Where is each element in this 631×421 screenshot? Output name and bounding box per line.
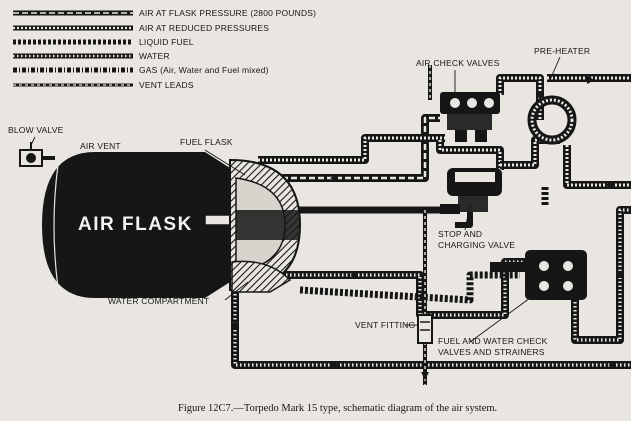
air-check-valves-icon xyxy=(440,92,500,142)
figure-number: Figure 12C7. xyxy=(178,403,233,414)
fuel-flask xyxy=(229,158,302,292)
arrow-icon xyxy=(350,271,358,279)
flow-arrows xyxy=(231,76,624,380)
pre-heater xyxy=(527,95,577,145)
fuel-water-check-valves-icon xyxy=(490,250,587,300)
pre-heater-label: PRE-HEATER xyxy=(534,46,590,56)
pipe-flask-pressure xyxy=(255,114,440,182)
fuel-water-check-label-line1: FUEL AND WATER CHECK xyxy=(438,336,548,346)
flask-connector xyxy=(204,214,234,226)
legend-label-gas: GAS (Air, Water and Fuel mixed) xyxy=(139,65,269,75)
fuel-flask-label: FUEL FLASK xyxy=(180,137,233,147)
air-flask-label: AIR FLASK xyxy=(78,214,193,235)
legend-label-reduced-pressure: AIR AT REDUCED PRESSURES xyxy=(139,23,269,33)
air-flask xyxy=(42,152,234,298)
leader-lines xyxy=(30,56,561,343)
arrow-icon xyxy=(616,270,624,278)
arrow-icon xyxy=(421,372,429,380)
water-compartment xyxy=(231,260,292,293)
pipe-liquid-fuel xyxy=(299,185,549,304)
figure-caption-text: —Torpedo Mark 15 type, schematic diagram… xyxy=(232,403,497,414)
stop-charging-label-line2: CHARGING VALVE xyxy=(438,240,515,250)
arrow-icon xyxy=(332,361,340,369)
legend: AIR AT FLASK PRESSURE (2800 POUNDS) AIR … xyxy=(13,8,316,90)
stop-charging-valve-icon xyxy=(440,168,502,214)
air-vent-label: AIR VENT xyxy=(80,141,121,151)
vent-fitting-icon xyxy=(417,314,433,344)
pipes xyxy=(68,65,631,385)
arrow-icon xyxy=(608,361,616,369)
arrow-icon xyxy=(231,320,239,328)
arrow-icon xyxy=(536,92,544,100)
arrow-icon xyxy=(587,76,595,84)
water-compartment-label: WATER COMPARTMENT xyxy=(108,296,209,306)
blow-valve-icon xyxy=(19,142,55,167)
legend-label-water: WATER xyxy=(139,51,170,61)
blow-valve-label: BLOW VALVE xyxy=(8,125,64,135)
figure-caption: Figure 12C7.—Torpedo Mark 15 type, schem… xyxy=(178,403,497,414)
fuel-water-check-label-line2: VALVES AND STRAINERS xyxy=(438,347,545,357)
vent-fitting-label: VENT FITTING xyxy=(355,320,415,330)
legend-label-flask-pressure: AIR AT FLASK PRESSURE (2800 POUNDS) xyxy=(139,8,316,18)
legend-label-vent-leads: VENT LEADS xyxy=(139,80,194,90)
legend-label-liquid-fuel: LIQUID FUEL xyxy=(139,37,194,47)
air-check-valves-label: AIR CHECK VALVES xyxy=(416,58,500,68)
stop-charging-label-line1: STOP AND xyxy=(438,229,482,239)
arrow-icon xyxy=(330,174,338,182)
arrow-icon xyxy=(605,181,613,189)
